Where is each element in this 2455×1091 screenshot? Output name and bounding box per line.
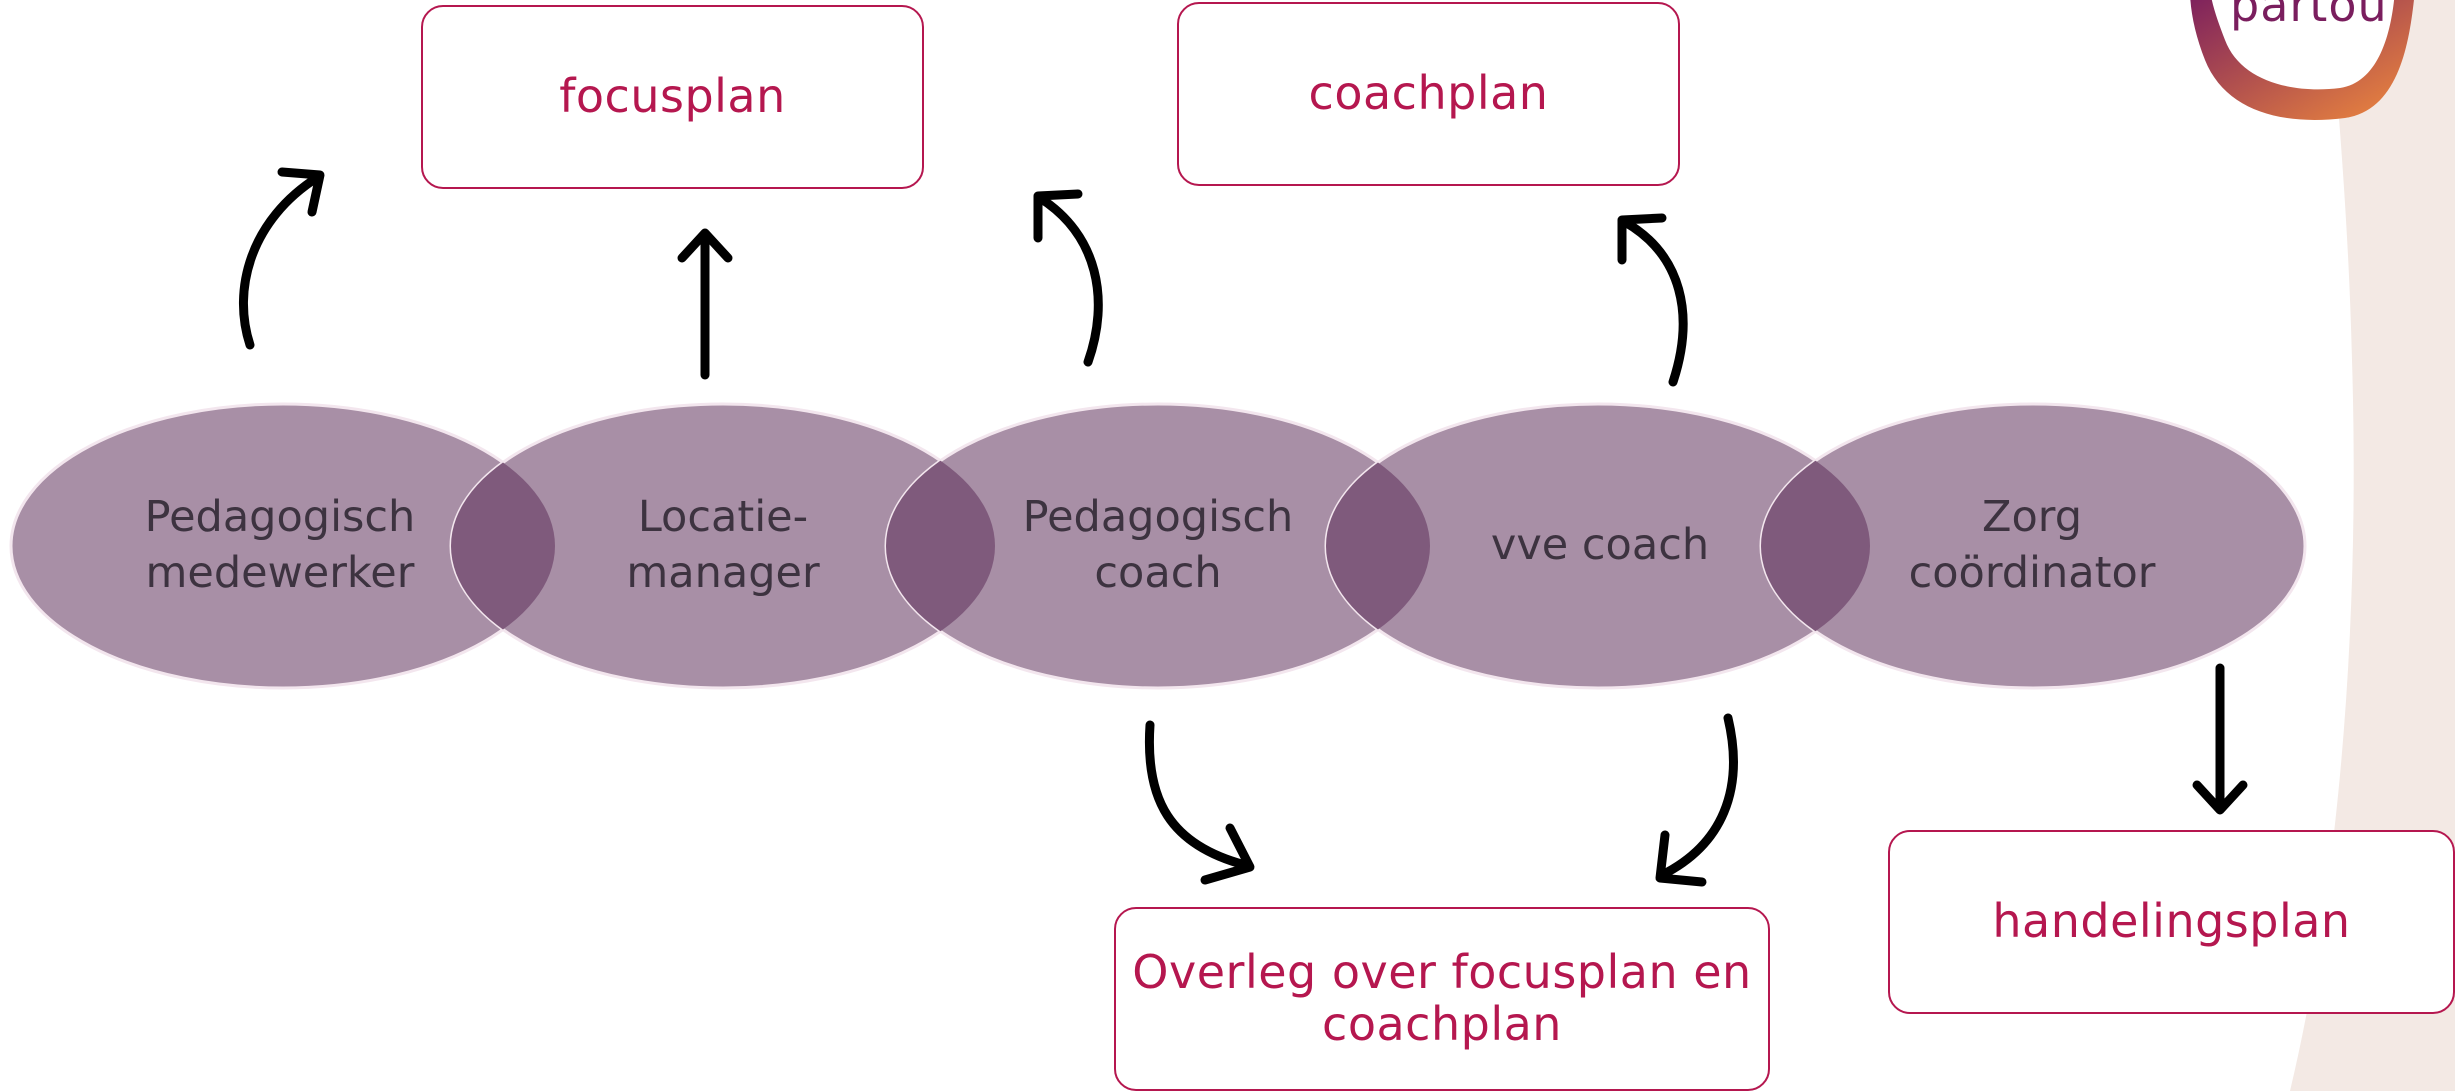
role-zorg-coordinator: Zorg coördinator bbox=[1908, 492, 2156, 598]
overleg-box: Overleg over focusplan en coachplan bbox=[1114, 907, 1770, 1091]
arrow-head bbox=[1033, 189, 1083, 243]
arrow-head bbox=[2192, 780, 2248, 815]
role-vve-coach: vve coach bbox=[1490, 520, 1710, 571]
arrow-head bbox=[1200, 823, 1255, 885]
logo-inner bbox=[2211, 0, 2395, 90]
coachplan-box: coachplan bbox=[1177, 2, 1680, 186]
overleg-label-line1: Overleg over focusplan en bbox=[1132, 945, 1752, 1000]
arrow-coach-to-focusplan bbox=[1035, 193, 1103, 367]
handelingsplan-box: handelingsplan bbox=[1888, 830, 2455, 1014]
focusplan-box: focusplan bbox=[421, 5, 924, 189]
arrow-vve-to-overleg bbox=[1657, 713, 1738, 880]
overleg-label-line2: coachplan bbox=[1322, 997, 1562, 1051]
arrow-coach-to-overleg bbox=[1144, 720, 1250, 870]
coachplan-label: coachplan bbox=[1308, 66, 1549, 121]
logo-wordmark: partou bbox=[2230, 0, 2388, 32]
side-band bbox=[2290, 0, 2455, 1091]
role-pedagogisch-coach: Pedagogisch coach bbox=[1022, 492, 1294, 598]
arrow-head bbox=[277, 167, 325, 217]
focusplan-label: focusplan bbox=[559, 69, 786, 124]
arrow-head bbox=[1617, 213, 1667, 265]
arrow-head bbox=[677, 228, 733, 263]
arrow-head bbox=[1655, 830, 1707, 887]
arrows-group bbox=[239, 167, 2248, 887]
role-pedagogisch-medewerker: Pedagogisch medewerker bbox=[144, 492, 416, 598]
arrow-medewerker-to-focusplan bbox=[239, 172, 323, 350]
handelingsplan-label: handelingsplan bbox=[1992, 894, 2351, 949]
role-locatie-manager: Locatie- manager bbox=[626, 492, 820, 598]
arrow-vve-to-coachplan bbox=[1620, 217, 1688, 387]
